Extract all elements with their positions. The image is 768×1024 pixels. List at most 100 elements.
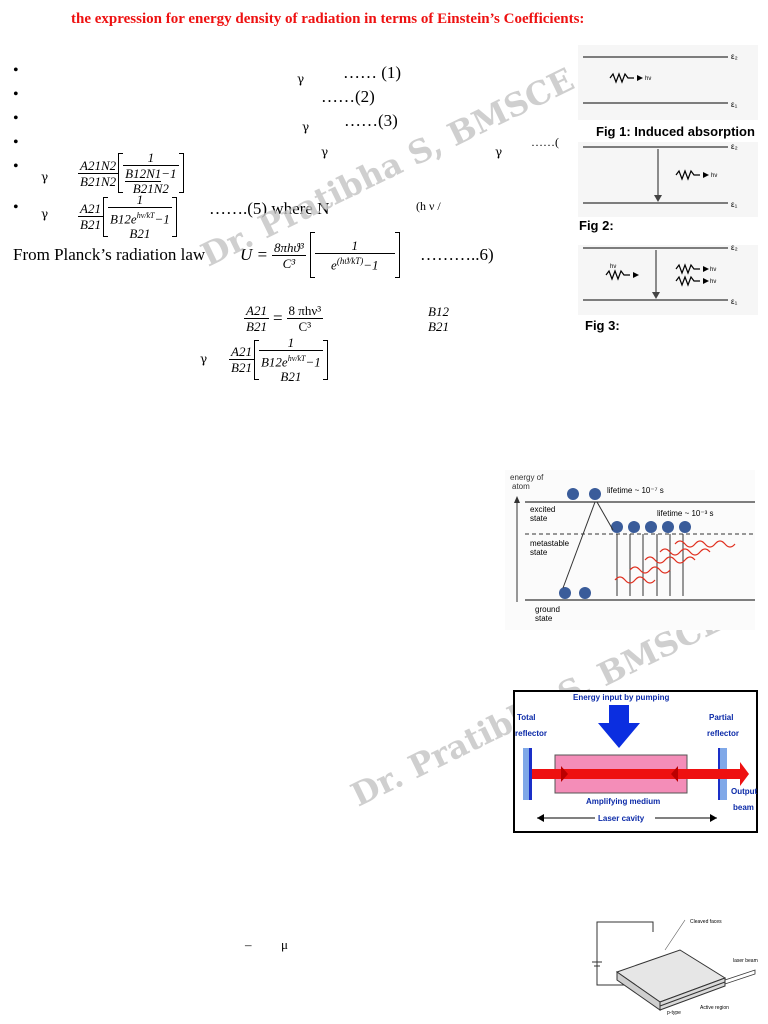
pump-label: Energy input by pumping <box>573 693 670 702</box>
lifetime-1: lifetime ~ 10⁻⁷ s <box>607 486 664 495</box>
meta-label-2: state <box>530 548 548 557</box>
last-denominator: B21 <box>231 360 252 376</box>
eq-label-4: ……( <box>531 135 559 149</box>
last-inner-denominator-a: B12 <box>260 354 282 370</box>
emission-waves <box>614 540 736 584</box>
eq5-inner-denominator-a: B12 <box>109 211 131 227</box>
mu-symbol: μ <box>281 937 288 952</box>
cavity-label: Laser cavity <box>598 814 645 823</box>
gamma-symbol: γ <box>302 120 310 134</box>
cleaved-faces-label: Cleaved faces <box>690 919 722 925</box>
meta-label-1: metastable <box>530 539 570 548</box>
semiconductor-laser-diagram: Cleaved faces laser beam Active region p… <box>585 910 763 1022</box>
eq-label-5: …….(5) where N <box>209 199 330 218</box>
eq4-inner-denominator-b: B21N2 <box>132 181 169 196</box>
fig2-e1-label: ε₁ <box>731 200 738 209</box>
eq5-exponent: hν/kT <box>136 211 155 220</box>
ratio-rhs-denominator: C³ <box>298 319 312 334</box>
planck-numerator: 8πhϑ³ <box>272 239 306 256</box>
last-numerator: A21 <box>229 344 254 361</box>
bullet-6: • <box>13 199 19 216</box>
fig1-hv: hν <box>645 76 651 82</box>
eq5-denominator: B21 <box>80 217 101 233</box>
gamma-symbol: γ <box>297 72 305 86</box>
last-inner-numerator: 1 <box>258 335 323 351</box>
gamma-symbol: γ <box>41 207 49 221</box>
eq5-minus: −1 <box>154 211 170 227</box>
fig3-hv-out-2: hν <box>710 279 716 285</box>
b-ratio-numerator: B12 <box>428 304 449 319</box>
ground-label-2: state <box>535 614 553 623</box>
eq4-numerator: A21N2 <box>78 157 119 174</box>
eq5-inner-denominator-b: B21 <box>129 226 151 242</box>
last-minus: −1 <box>305 354 321 370</box>
fig2-e2-label: ε₂ <box>731 142 738 151</box>
eq-label-2: ……(2) <box>321 87 375 106</box>
ratio-denominator: B21 <box>246 319 267 334</box>
pump-arrow-icon <box>598 705 640 748</box>
partial-reflector-label-1: Partial <box>709 713 733 722</box>
fig3-e1-label: ε₁ <box>731 297 738 306</box>
lifetime-2: lifetime ~ 10⁻³ s <box>657 509 713 518</box>
diagram-ylabel-2: atom <box>512 482 530 491</box>
bullet-2: • <box>13 86 19 103</box>
bullet-1: • <box>13 62 19 79</box>
last-inner-denominator-b: B21 <box>280 369 302 385</box>
ratio-equals: = <box>272 308 283 328</box>
gamma-symbol: γ <box>495 145 503 159</box>
fig2-hv: hν <box>711 173 717 179</box>
total-reflector-label-2: reflector <box>515 729 547 738</box>
gamma-symbol: γ <box>200 352 208 366</box>
bullet-3: • <box>13 110 19 127</box>
fig3-label: Fig 3: <box>585 318 620 333</box>
laser-cavity-diagram: Energy input by pumping Total reflector … <box>513 690 758 833</box>
eq-label-3: ……(3) <box>344 111 398 130</box>
fig2-label: Fig 2: <box>579 218 614 233</box>
partial-reflector-label-2: reflector <box>707 729 739 738</box>
total-reflector-label-1: Total <box>517 713 536 722</box>
eq5-inner-numerator: 1 <box>107 192 172 208</box>
output-label-2: beam <box>733 803 754 812</box>
planck-denominator: C³ <box>282 255 296 271</box>
fig1-e1-label: ε₁ <box>731 100 738 109</box>
eq-label-1: …… (1) <box>343 63 402 82</box>
eq5-tail: (h ν / <box>416 199 441 213</box>
planck-lhs: U = <box>240 245 268 264</box>
fig3-hv-out-1: hν <box>710 267 716 273</box>
medium-label: Amplifying medium <box>586 797 660 806</box>
last-exponent: hν/kT <box>287 354 306 363</box>
planck-minus: −1 <box>363 257 379 273</box>
planck-text: From Planck’s radiation law <box>13 245 206 264</box>
dash-symbol: – <box>245 937 252 952</box>
diagram-ylabel-1: energy of <box>510 473 544 482</box>
photon-wave-icon <box>675 169 700 181</box>
active-region-label: Active region <box>700 1005 729 1011</box>
ratio-rhs-numerator: 8 πhν³ <box>286 303 324 319</box>
eq5-numerator: A21 <box>78 201 103 218</box>
fig3-e2-label: ε₂ <box>731 243 738 252</box>
eq4-inner-numerator: 1 <box>123 150 179 166</box>
eq4-minus: −1 <box>161 166 177 181</box>
laser-beam-label: laser beam <box>733 958 758 964</box>
fig1-e2-label: ε₂ <box>731 52 738 61</box>
excited-label-2: state <box>530 514 548 523</box>
output-label-1: Output <box>731 787 758 796</box>
planck-inner-numerator: 1 <box>314 238 395 254</box>
photon-wave-icon <box>609 72 634 84</box>
output-arrow-icon <box>740 762 749 786</box>
ground-label-1: ground <box>535 605 560 614</box>
fig1-label: Fig 1: Induced absorption <box>596 124 755 139</box>
ratio-numerator: A21 <box>244 303 269 319</box>
b-ratio-denominator: B21 <box>428 319 449 334</box>
gamma-symbol: γ <box>41 170 49 184</box>
planck-exponent: (hϑ/kT) <box>336 255 364 266</box>
gamma-symbol: γ <box>321 145 329 159</box>
bullet-4: • <box>13 134 19 151</box>
page-title: the expression for energy density of rad… <box>71 11 585 27</box>
p-type-label: p-type <box>667 1010 681 1016</box>
